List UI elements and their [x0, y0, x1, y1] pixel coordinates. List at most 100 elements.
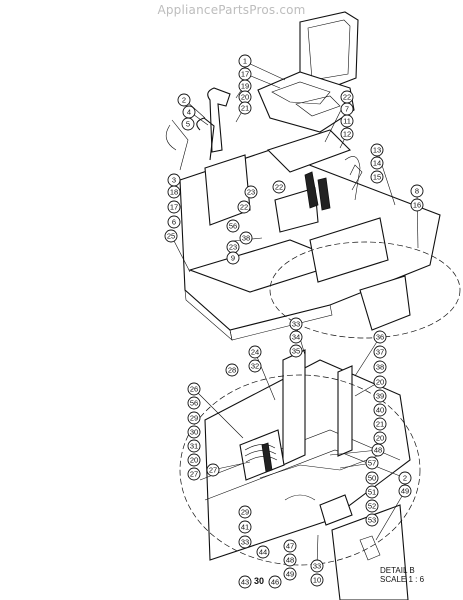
svg-text:7: 7 — [345, 105, 349, 114]
svg-text:33: 33 — [241, 538, 249, 547]
svg-text:29: 29 — [241, 508, 249, 517]
callout-13: 13 — [370, 143, 384, 157]
callout-2: 2 — [177, 93, 191, 107]
callout-21: 23 — [244, 185, 258, 199]
callout-34: 34 — [289, 330, 303, 344]
callout-57: 57 — [365, 456, 379, 470]
svg-text:41: 41 — [241, 523, 249, 532]
svg-text:4: 4 — [187, 108, 191, 117]
svg-text:35: 35 — [292, 347, 300, 356]
svg-text:10: 10 — [313, 576, 321, 585]
callout-8: 21 — [238, 101, 252, 115]
svg-text:3: 3 — [172, 176, 176, 185]
callout-56: 56 — [226, 219, 240, 233]
svg-text:56: 56 — [229, 222, 237, 231]
callout-38b: 38 — [373, 360, 387, 374]
svg-text:23: 23 — [247, 188, 255, 197]
callout-33b: 33 — [238, 535, 252, 549]
callout-3: 3 — [167, 173, 181, 187]
svg-text:1: 1 — [243, 57, 247, 66]
seat — [257, 11, 359, 133]
svg-text:29: 29 — [190, 414, 198, 423]
svg-text:22: 22 — [343, 93, 351, 102]
svg-text:15: 15 — [373, 173, 381, 182]
callout-22: 22 — [272, 180, 286, 194]
callout-12: 12 — [340, 127, 354, 141]
svg-text:30: 30 — [190, 428, 198, 437]
callout-23: 23 — [226, 240, 240, 254]
callout-20d: 20 — [373, 431, 387, 445]
callout-21b: 21 — [373, 417, 387, 431]
svg-text:17: 17 — [241, 70, 249, 79]
svg-text:5: 5 — [186, 120, 190, 129]
svg-text:26: 26 — [190, 385, 198, 394]
svg-text:37: 37 — [376, 348, 384, 357]
detail-scale: SCALE 1 : 6 — [380, 575, 425, 584]
callout-2b: 2 — [398, 471, 412, 485]
detail-label: DETAIL B SCALE 1 : 6 — [380, 566, 424, 584]
svg-text:52: 52 — [368, 502, 376, 511]
svg-text:28: 28 — [228, 366, 236, 375]
callout-9: 22 — [340, 90, 354, 104]
callout-20b: 20 — [373, 375, 387, 389]
callout-28: 28 — [225, 363, 239, 377]
callout-10f: 10 — [310, 573, 324, 587]
callout-20: 22 — [237, 200, 251, 214]
callout-26: 26 — [187, 382, 201, 396]
callout-10c: 7 — [340, 102, 354, 116]
svg-text:44: 44 — [259, 548, 267, 557]
callout-27a: 27 — [187, 467, 201, 481]
callout-10b: 6 — [167, 215, 181, 229]
callout-24: 24 — [248, 345, 262, 359]
callout-6: 19 — [238, 79, 252, 93]
callout-43: 43 — [238, 575, 252, 589]
svg-text:19: 19 — [241, 82, 249, 91]
callout-37: 37 — [373, 345, 387, 359]
svg-text:47: 47 — [286, 542, 294, 551]
svg-text:14: 14 — [373, 159, 381, 168]
svg-text:21: 21 — [241, 104, 249, 113]
svg-text:2: 2 — [403, 474, 407, 483]
callout-35: 35 — [289, 344, 303, 358]
detail-circle-top — [269, 241, 461, 339]
callout-15: 15 — [370, 170, 384, 184]
svg-text:48: 48 — [286, 556, 294, 565]
callout-30a: 30 — [187, 425, 201, 439]
detail-circle-bottom — [179, 374, 421, 566]
callout-7: 20 — [238, 90, 252, 104]
svg-text:20: 20 — [376, 434, 384, 443]
callout-10d: 8 — [410, 184, 424, 198]
svg-text:20: 20 — [376, 378, 384, 387]
callout-40: 40 — [373, 403, 387, 417]
svg-text:9: 9 — [231, 254, 235, 263]
svg-text:51: 51 — [368, 488, 376, 497]
svg-text:2: 2 — [182, 96, 186, 105]
chassis-frame — [165, 119, 441, 341]
callout-20c: 20 — [187, 453, 201, 467]
svg-text:33: 33 — [292, 320, 300, 329]
callout-27b: 27 — [206, 463, 220, 477]
svg-text:34: 34 — [292, 333, 300, 342]
callout-10a: 5 — [181, 117, 195, 131]
svg-text:39: 39 — [376, 392, 384, 401]
watermark: AppliancePartsPros.com — [157, 3, 306, 17]
svg-text:23: 23 — [229, 243, 237, 252]
callout-18: 18 — [167, 185, 181, 199]
callout-33c: 33 — [310, 559, 324, 573]
svg-text:24: 24 — [251, 348, 259, 357]
callout-38: 38 — [239, 231, 253, 245]
callout-54: 52 — [365, 499, 379, 513]
svg-text:56: 56 — [190, 399, 198, 408]
callout-5: 17 — [238, 67, 252, 81]
svg-text:11: 11 — [343, 117, 351, 126]
svg-text:31: 31 — [190, 442, 198, 451]
callout-39: 39 — [373, 389, 387, 403]
label-30: 30 — [254, 576, 264, 586]
callout-49: 49 — [283, 567, 297, 581]
callout-41: 41 — [238, 520, 252, 534]
svg-text:38: 38 — [242, 234, 250, 243]
callout-32: 32 — [248, 359, 262, 373]
callout-46: 46 — [268, 575, 282, 589]
